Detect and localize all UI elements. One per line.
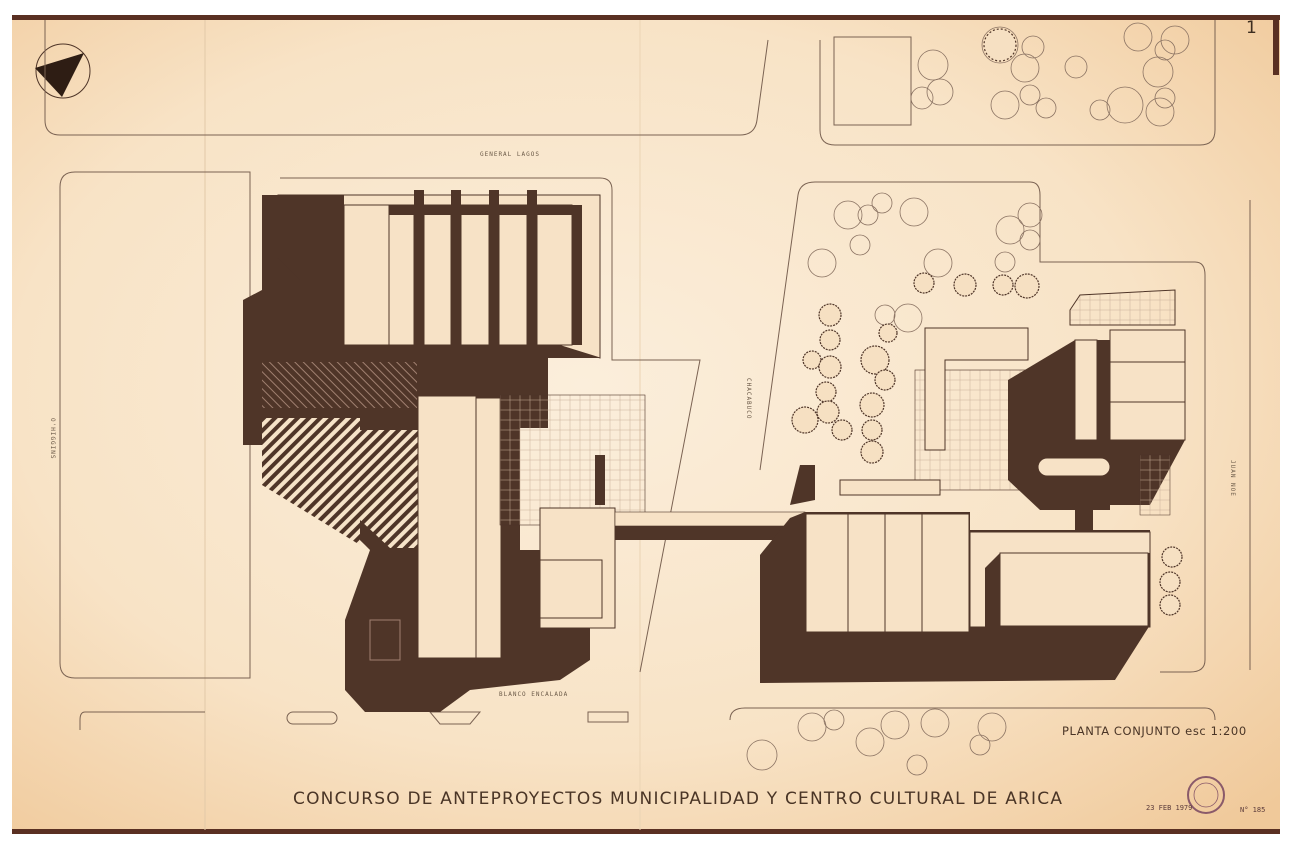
trees	[746, 22, 1190, 776]
archive-stamp	[1187, 776, 1225, 814]
stamp-date: 23 FEB 1979	[1146, 804, 1193, 812]
sheet-number: 1	[1246, 18, 1257, 38]
north-arrow-icon	[35, 43, 91, 99]
building-municipalidad	[243, 190, 646, 712]
street-curbs	[44, 20, 1251, 730]
stamp-mark: N° 185	[1240, 806, 1266, 814]
connecting-walkway	[615, 526, 790, 540]
scale-label: PLANTA CONJUNTO esc 1:200	[1062, 724, 1247, 738]
drawing-title: CONCURSO DE ANTEPROYECTOS MUNICIPALIDAD …	[293, 789, 1064, 809]
detailed-trees	[791, 28, 1183, 616]
street-label-top: GENERAL LAGOS	[480, 151, 540, 158]
street-label-bottom: BLANCO ENCALADA	[499, 691, 569, 698]
sheet-border-bottom	[12, 829, 1280, 834]
sheet-border-top	[12, 15, 1280, 20]
building-centro-cultural	[760, 289, 1186, 683]
street-label-middle: CHACABUCO	[745, 378, 752, 420]
street-label-left: O'HIGGINS	[49, 418, 56, 460]
street-label-right: JUAN NOE	[1229, 460, 1236, 497]
